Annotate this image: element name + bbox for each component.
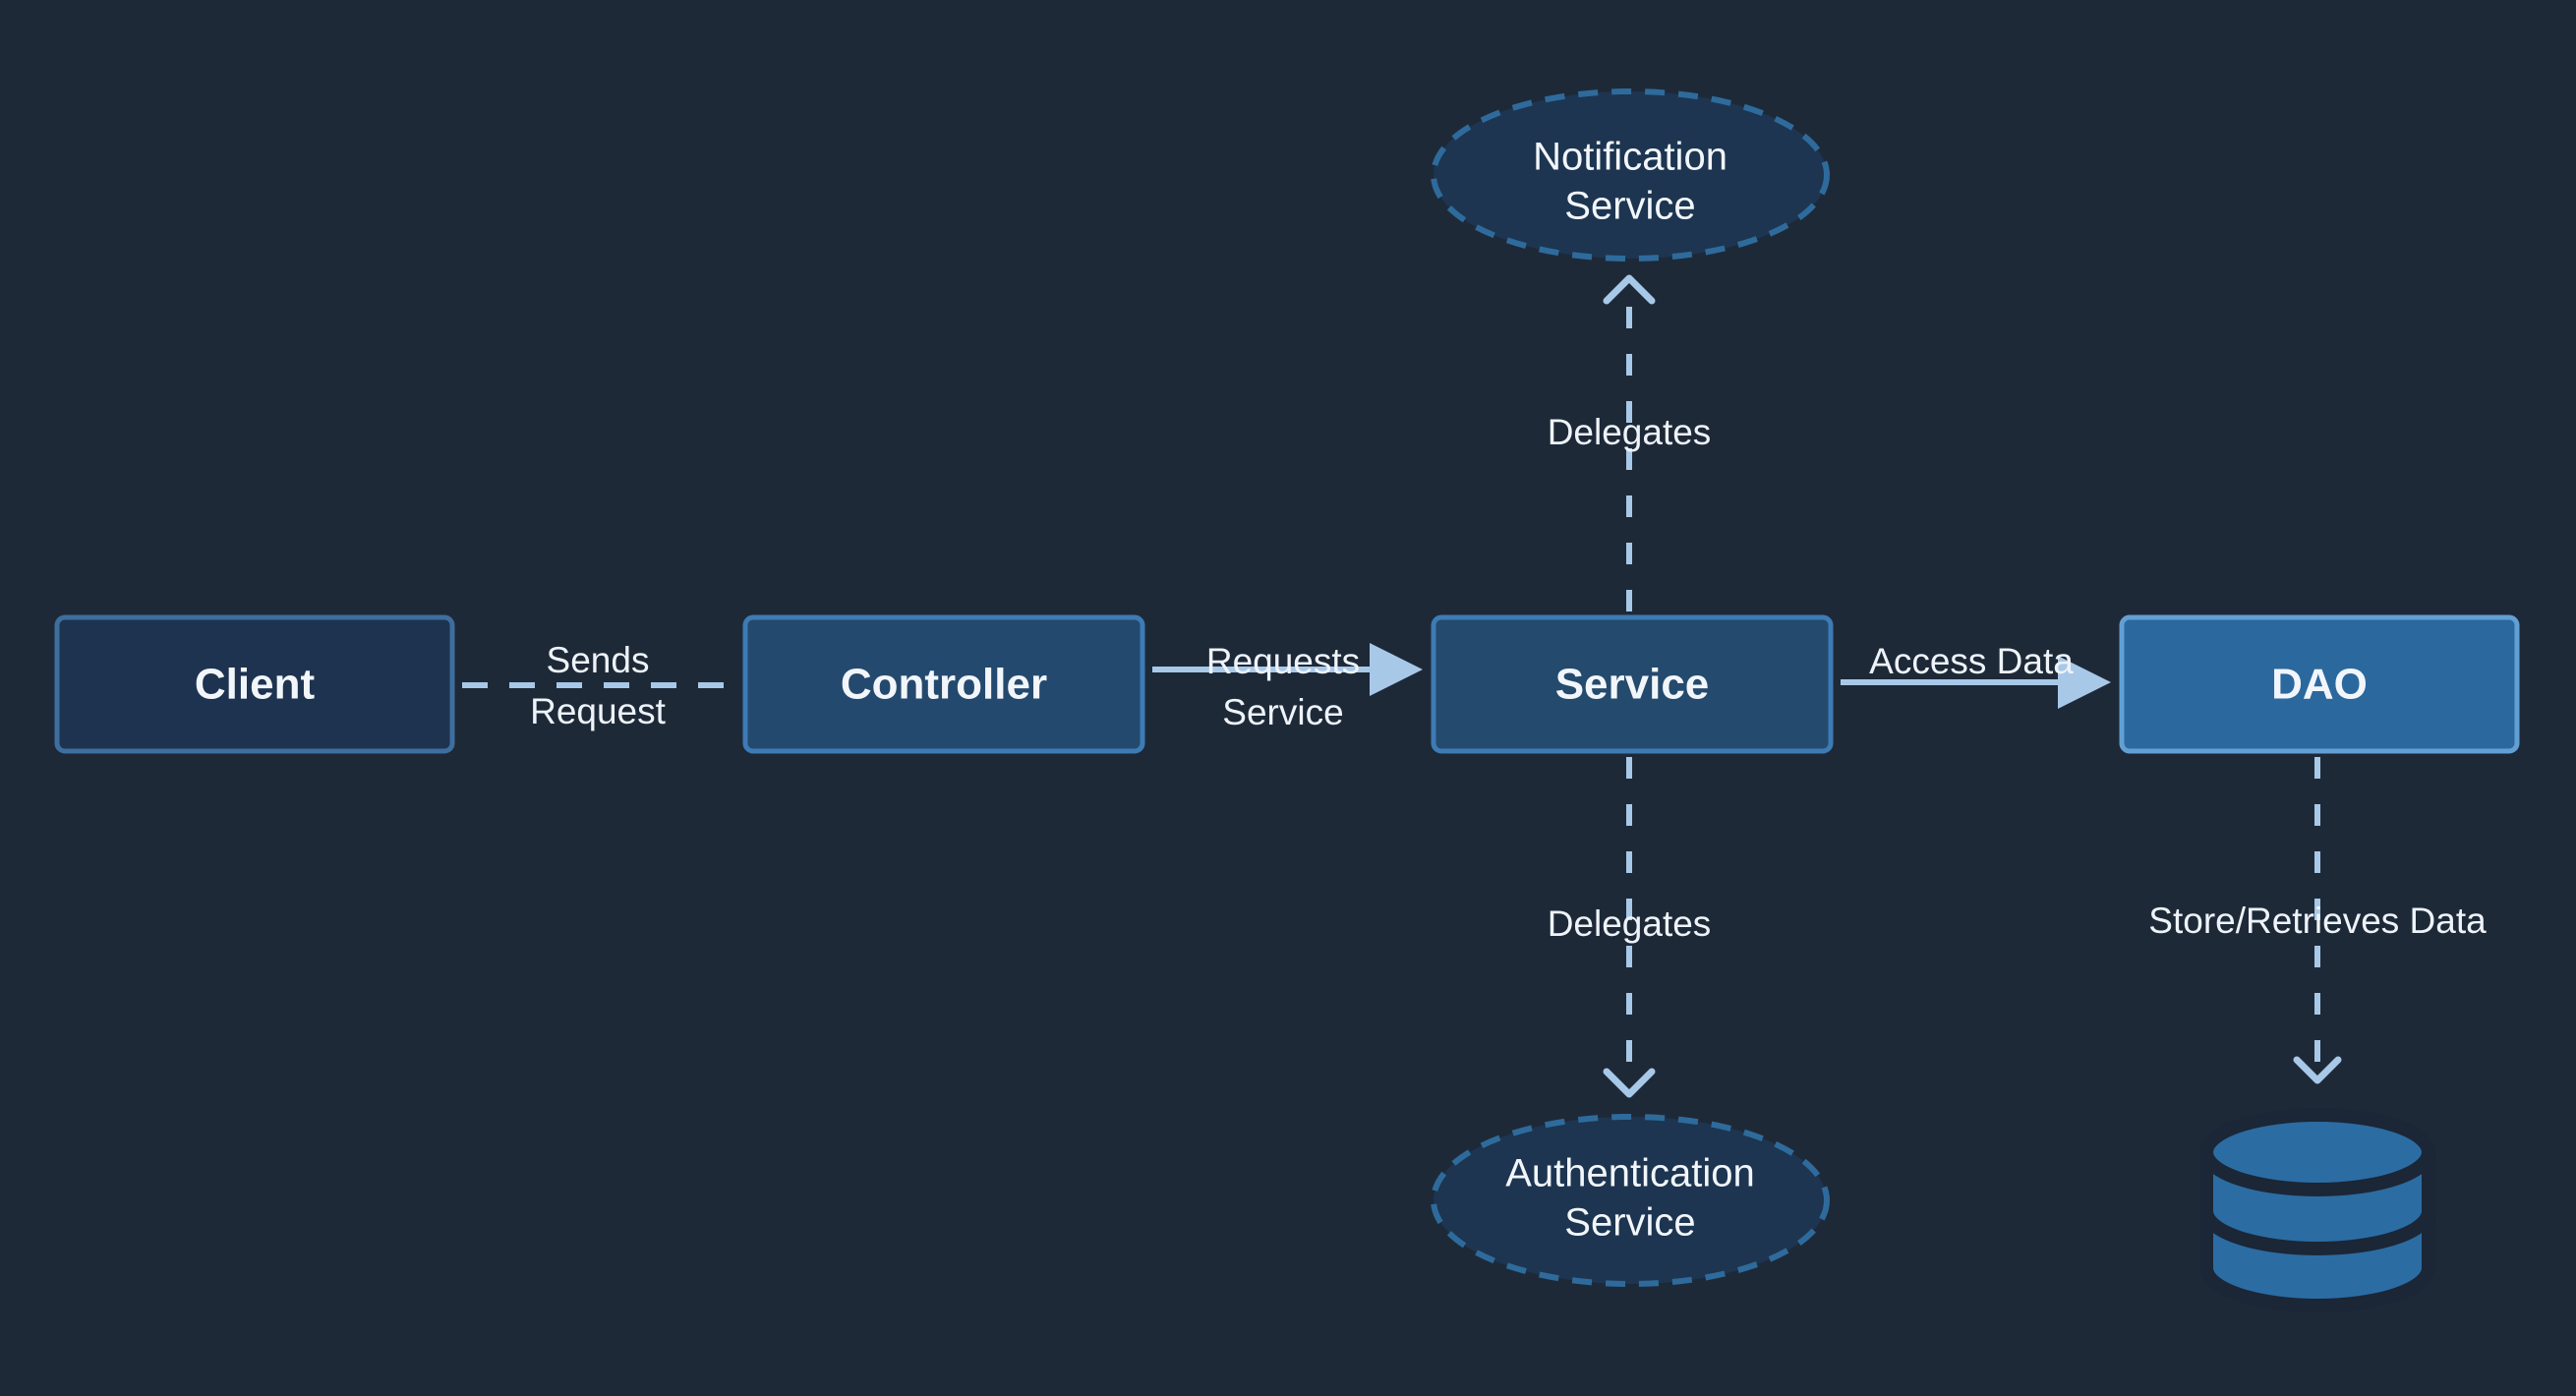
node-label-line1: Notification <box>1533 136 1727 179</box>
node-shape[interactable] <box>1431 1114 1830 1287</box>
node-authentication-service[interactable]: Authentication Service <box>1431 1114 1830 1287</box>
node-controller[interactable]: Controller <box>742 614 1145 754</box>
node-label: Controller <box>841 661 1047 709</box>
edge-label-line1: Access Data <box>1869 641 2074 681</box>
node-shape[interactable] <box>54 614 455 754</box>
edge-label-line1: Sends <box>547 640 650 680</box>
edge-label-line1: Requests <box>1206 641 1360 681</box>
edge-client-to-controller: Sends Request <box>462 640 735 731</box>
edge-label-line2: Service <box>1222 692 1343 732</box>
node-shape[interactable] <box>2119 614 2520 754</box>
chevron-up-arrowhead-icon <box>1603 274 1656 305</box>
edge-label-line1: Delegates <box>1548 412 1712 452</box>
node-label: Client <box>195 661 316 709</box>
database-cylinder-icon[interactable] <box>2199 1108 2435 1312</box>
edge-dao-to-database: Store/Retrieves Data <box>2148 757 2487 1084</box>
node-label: DAO <box>2271 661 2368 709</box>
edge-service-to-notification: Delegates <box>1548 274 1712 611</box>
chevron-down-arrowhead-icon <box>2293 1056 2342 1084</box>
node-dao[interactable]: DAO <box>2119 614 2520 754</box>
edge-label-line2: Request <box>530 691 667 731</box>
cylinder-band <box>2199 1210 2435 1255</box>
edge-controller-to-service: Requests Service <box>1152 641 1423 732</box>
node-shape[interactable] <box>1431 614 1834 754</box>
node-service[interactable]: Service <box>1431 614 1834 754</box>
edge-label-line1: Store/Retrieves Data <box>2148 901 2487 941</box>
node-shape[interactable] <box>742 614 1145 754</box>
cylinder-top <box>2199 1108 2435 1196</box>
node-notification-service[interactable]: Notification Service <box>1431 88 1830 262</box>
node-database[interactable] <box>2199 1108 2435 1312</box>
node-label-line1: Authentication <box>1505 1152 1755 1195</box>
chevron-down-arrowhead-icon <box>1603 1068 1656 1098</box>
node-label: Service <box>1555 661 1710 709</box>
node-client[interactable]: Client <box>54 614 455 754</box>
edge-service-to-dao: Access Data <box>1841 641 2111 709</box>
node-shape[interactable] <box>1431 88 1830 262</box>
node-label-line2: Service <box>1564 1201 1695 1245</box>
edge-label-line1: Delegates <box>1548 903 1712 944</box>
node-label-line2: Service <box>1564 185 1695 228</box>
edge-service-to-authentication: Delegates <box>1548 757 1712 1098</box>
